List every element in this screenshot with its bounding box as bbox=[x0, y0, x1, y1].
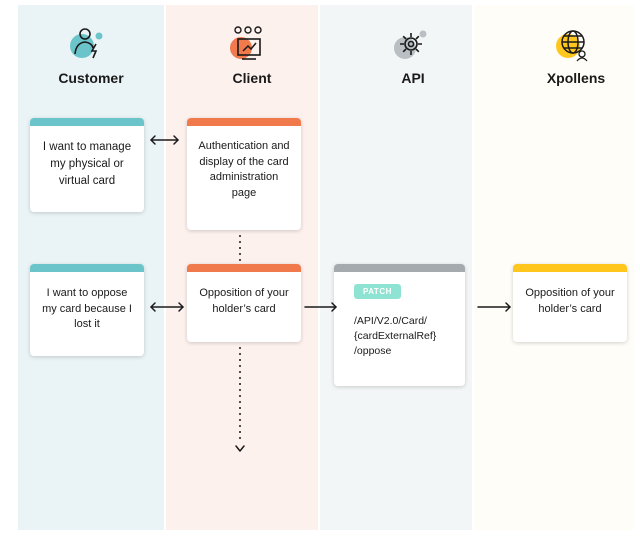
globe-icon bbox=[556, 30, 588, 62]
endpoint-line: /oppose bbox=[354, 345, 392, 357]
double-arrow-row2 bbox=[150, 302, 184, 312]
customer-icon bbox=[70, 28, 103, 59]
card-bar bbox=[30, 264, 144, 272]
endpoint-line: {cardExternalRef} bbox=[354, 330, 437, 342]
card-text: Opposition of your holder’s card bbox=[199, 287, 289, 315]
card-bar bbox=[187, 118, 301, 126]
card-xpollens-opposition: Opposition of your holder’s card bbox=[513, 264, 627, 342]
card-api-endpoint: PATCH /API/V2.0/Card/ {cardExternalRef} … bbox=[334, 264, 465, 386]
lane-title-client: Client bbox=[232, 70, 272, 86]
api-endpoint-path: /API/V2.0/Card/ {cardExternalRef} /oppos… bbox=[354, 314, 436, 359]
patch-method-badge: PATCH bbox=[354, 284, 401, 299]
card-text: Opposition of your holder’s card bbox=[525, 287, 615, 315]
card-bar bbox=[30, 118, 144, 126]
lane-title-xpollens: Xpollens bbox=[546, 70, 606, 86]
lane-title-api: API bbox=[401, 70, 425, 86]
card-customer-oppose: I want to oppose my card because I lost … bbox=[30, 264, 144, 356]
lane-title-customer: Customer bbox=[58, 70, 124, 86]
card-text: I want to manage my physical or virtual … bbox=[42, 141, 132, 187]
card-client-opposition: Opposition of your holder’s card bbox=[187, 264, 301, 342]
gear-icon bbox=[394, 30, 427, 59]
card-client-auth: Authentication and display of the card a… bbox=[187, 118, 301, 230]
double-arrow-row1 bbox=[150, 135, 179, 145]
arrow-client-to-api bbox=[304, 302, 337, 312]
endpoint-line: /API/V2.0/Card/ bbox=[354, 315, 427, 327]
dotted-connectors bbox=[239, 235, 241, 439]
card-bar bbox=[334, 264, 465, 272]
card-customer-manage: I want to manage my physical or virtual … bbox=[30, 118, 144, 212]
client-group-icon bbox=[230, 26, 262, 60]
card-text: Authentication and display of the card a… bbox=[198, 140, 290, 199]
card-bar bbox=[187, 264, 301, 272]
down-arrow-head bbox=[235, 445, 245, 452]
arrow-api-to-xpollens bbox=[477, 302, 511, 312]
card-text: I want to oppose my card because I lost … bbox=[42, 287, 132, 330]
card-bar bbox=[513, 264, 627, 272]
